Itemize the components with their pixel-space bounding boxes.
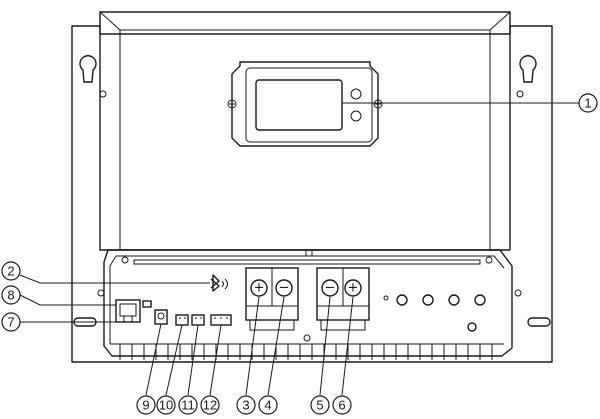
connector-small-2 (191, 314, 205, 326)
comm-port (115, 299, 141, 323)
main-housing (99, 11, 511, 251)
battery-minus-symbol: − (279, 281, 290, 296)
indicator-led (142, 300, 152, 308)
aux-terminal-2 (396, 294, 408, 306)
svg-text:3: 3 (242, 398, 249, 413)
aux-terminal-1 (383, 295, 389, 301)
battery-plus-symbol: + (254, 281, 265, 296)
svg-text:12: 12 (203, 398, 217, 413)
keyhole-slot-left (79, 55, 97, 83)
battery-positive-terminal (250, 279, 268, 297)
bottom-slot-right (527, 317, 551, 327)
svg-text:10: 10 (159, 398, 173, 413)
callout-4: 4 (258, 395, 278, 415)
svg-text:8: 8 (7, 288, 14, 303)
aux-terminal-5 (474, 294, 486, 306)
callout-11: 11 (178, 395, 198, 415)
display-button-up[interactable] (350, 88, 362, 100)
lcd-screen (255, 79, 343, 131)
temp-sensor-port (154, 309, 168, 325)
callout-9: 9 (136, 395, 156, 415)
screw-hole-right-top (516, 90, 524, 98)
connector-small-3 (210, 314, 232, 326)
callout-1: 1 (578, 93, 598, 113)
pv-minus-symbol: − (325, 281, 336, 296)
connector-small-1 (175, 314, 189, 326)
callout-12: 12 (200, 395, 220, 415)
aux-terminal-4 (448, 294, 460, 306)
pv-positive-terminal (344, 279, 362, 297)
display-module (227, 61, 383, 147)
callout-8: 8 (1, 285, 21, 305)
callout-2: 2 (1, 261, 21, 281)
vent-fins (112, 344, 502, 360)
svg-text:4: 4 (264, 398, 271, 413)
display-screw-right (373, 99, 383, 109)
callout-10: 10 (156, 395, 176, 415)
svg-text:6: 6 (338, 398, 345, 413)
aux-terminal-3 (422, 294, 434, 306)
battery-terminal-block (245, 267, 299, 331)
battery-negative-terminal (275, 279, 293, 297)
display-button-down[interactable] (350, 110, 362, 122)
callout-6: 6 (332, 395, 352, 415)
svg-text:9: 9 (142, 398, 149, 413)
pv-negative-terminal (321, 279, 339, 297)
svg-text:11: 11 (181, 398, 195, 413)
svg-text:7: 7 (7, 315, 14, 330)
screw-hole-right-bottom (514, 289, 522, 297)
aux-terminal-6 (467, 322, 477, 332)
display-screw-left (227, 99, 237, 109)
screw-hole-left-bottom (97, 289, 105, 297)
bluetooth-icon (210, 274, 228, 292)
ground-screw (303, 334, 311, 342)
keyhole-slot-right (519, 55, 537, 83)
housing-bevel (99, 11, 511, 250)
pv-plus-symbol: + (348, 281, 359, 296)
callout-leaders (19, 102, 580, 396)
callout-5: 5 (310, 395, 330, 415)
svg-text:2: 2 (7, 264, 14, 279)
screw-hole-left-top (99, 90, 107, 98)
callout-7: 7 (1, 312, 21, 332)
callout-3: 3 (236, 395, 256, 415)
svg-text:1: 1 (584, 96, 591, 111)
pv-terminal-block (316, 267, 370, 331)
svg-text:5: 5 (316, 398, 323, 413)
